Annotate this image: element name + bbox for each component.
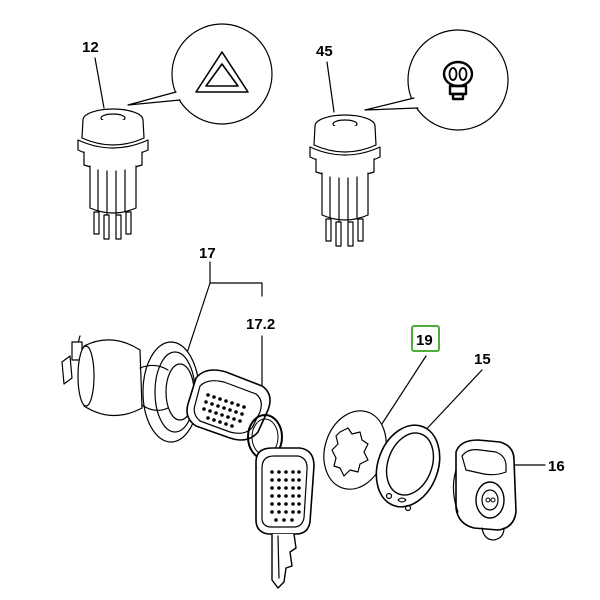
label-16: 16 [548,458,565,475]
key-inserted-grip-dots [202,393,246,428]
part-12-switch[interactable] [77,23,273,240]
key-hanging[interactable] [255,447,315,589]
leader-17-down [185,282,211,357]
label-12: 12 [82,39,99,56]
leader-12 [94,57,105,109]
bubble-12-tail [127,91,181,106]
leader-45 [326,61,335,113]
label-45: 45 [316,43,333,60]
leader-15 [419,369,483,437]
part-45-switch[interactable] [309,29,509,247]
part-17-ignition-lock[interactable] [61,261,315,589]
label-15: 15 [474,351,491,368]
lamp-bulb-icon [442,60,474,101]
hazard-warning-triangle-icon [195,51,249,93]
bubble-12 [171,23,273,125]
leader-19 [377,355,427,431]
label-17-2: 17.2 [246,316,275,333]
key-inserted[interactable] [186,369,271,441]
label-17: 17 [199,245,216,262]
label-19-highlight [411,325,440,352]
label-19: 19 [416,332,433,349]
part-16-cover[interactable] [452,439,546,541]
part-15-bezel-ring[interactable] [365,369,483,516]
key-hanging-grip-dots [270,470,301,522]
bubble-45-tail [364,97,419,111]
bubble-45 [407,29,509,131]
